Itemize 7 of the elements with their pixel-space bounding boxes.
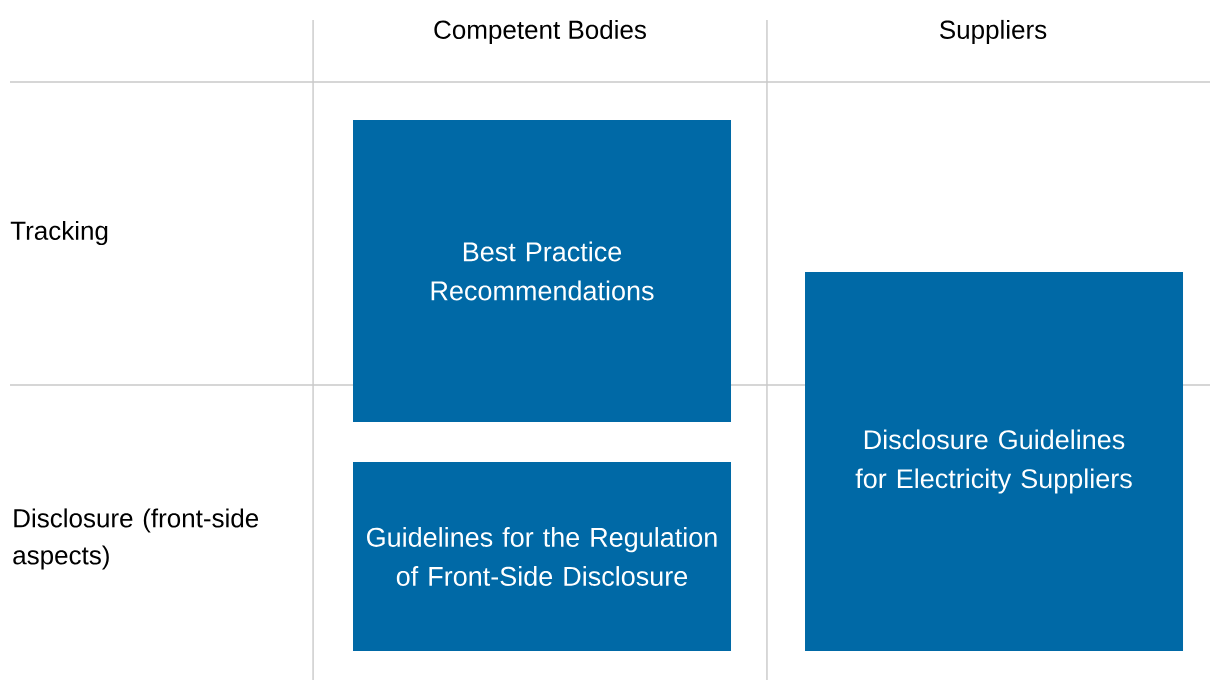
text-box: Guidelines for the Regulation of Front-Side Disclosure (353, 462, 731, 651)
row-label: Disclosure (front-side aspects) (13, 508, 259, 570)
column-header: Competent Bodies (434, 19, 646, 45)
text-box: Disclosure Guidelines for Electricity Suppliers (805, 272, 1183, 651)
column-header: Suppliers (940, 19, 1047, 45)
row-label: Tracking (10, 220, 108, 246)
text-box: Best Practice Recommendations (353, 120, 731, 422)
